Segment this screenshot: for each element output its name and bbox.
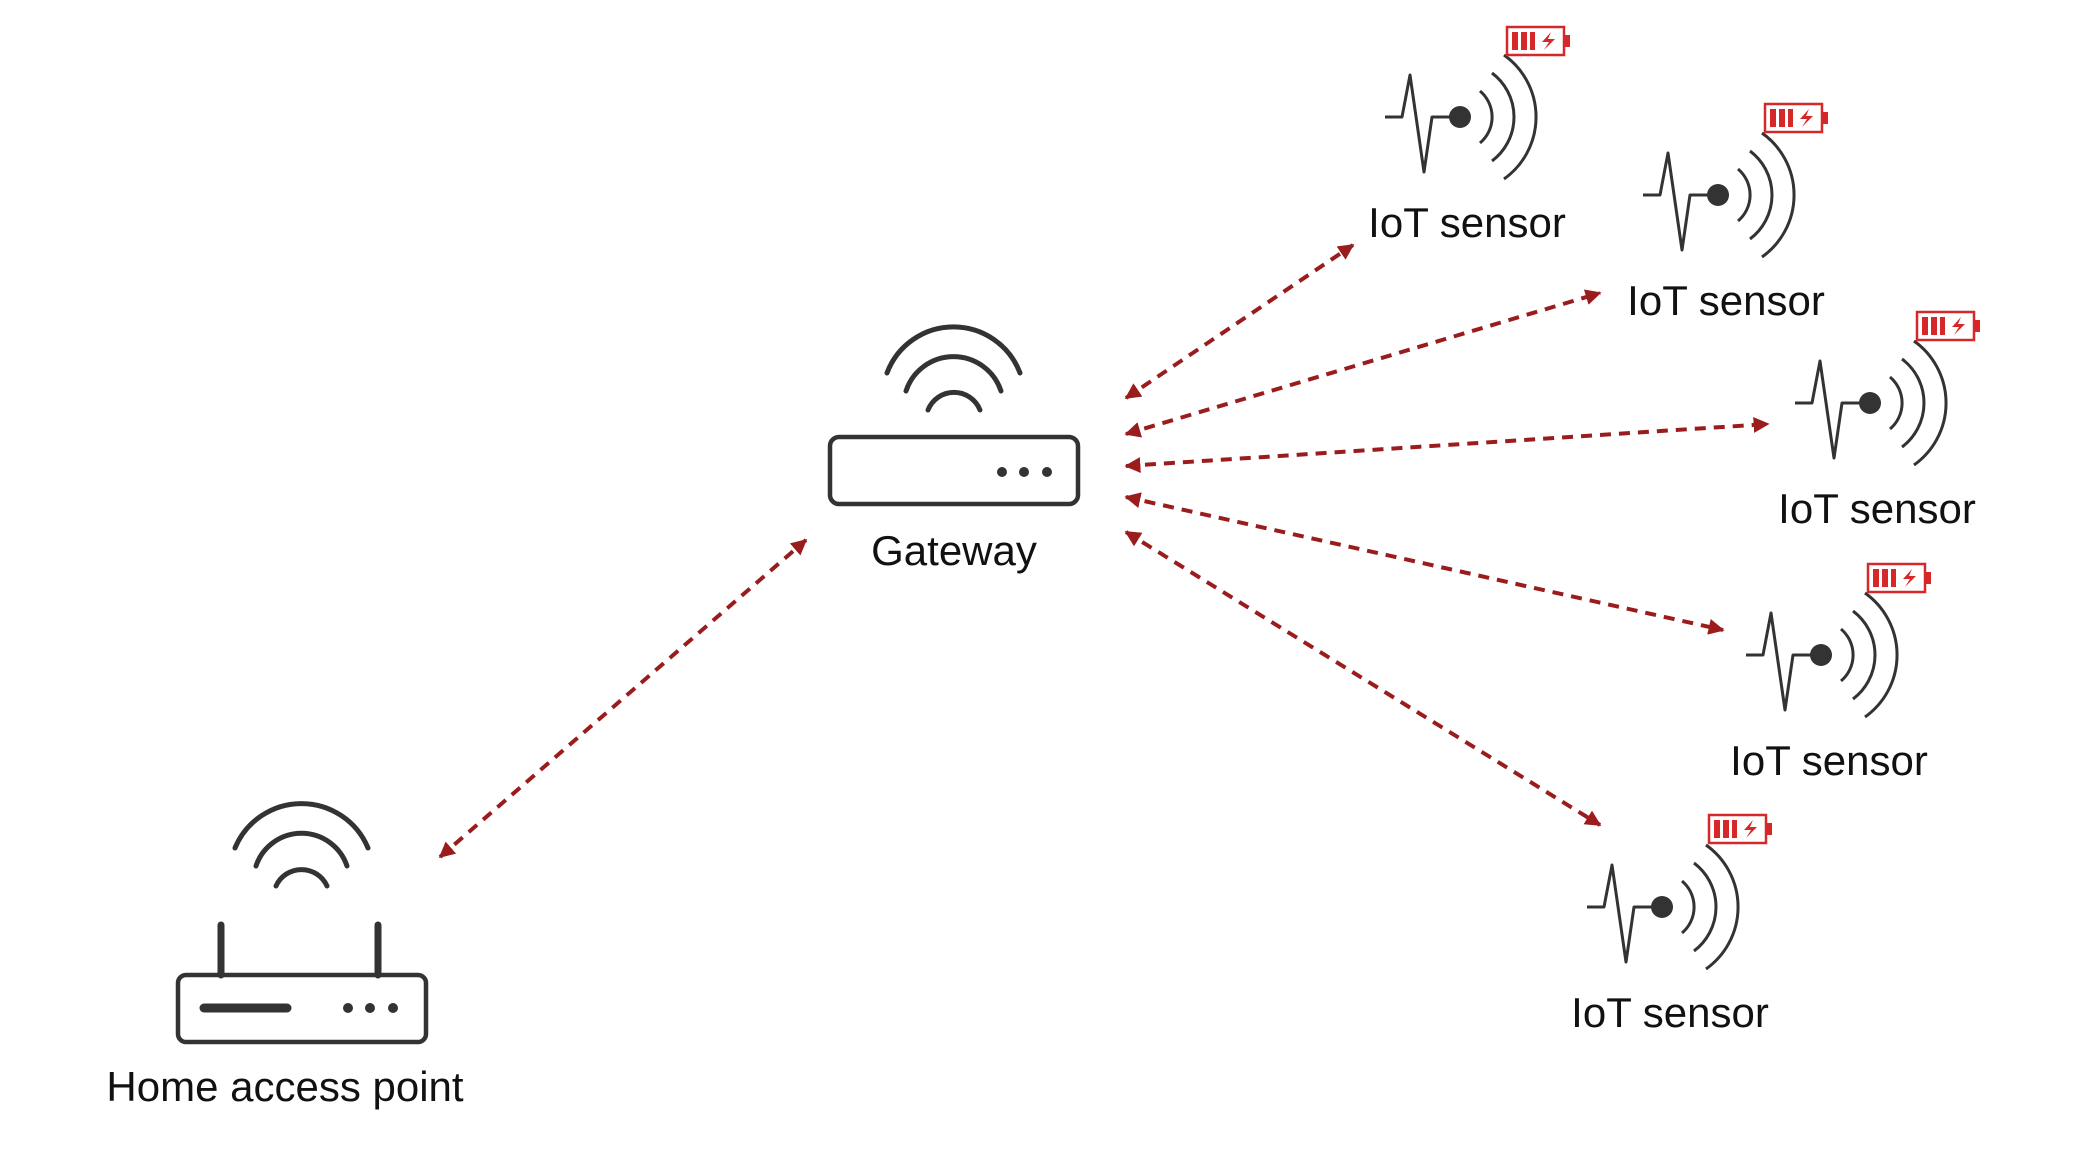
iot-sensor-4: IoT sensor: [1730, 562, 1933, 784]
iot-sensor-1: IoT sensor: [1368, 25, 1572, 246]
iot-sensor-label: IoT sensor: [1368, 199, 1566, 246]
battery-charging-icon: [1505, 25, 1572, 57]
iot-sensor-icon: [1641, 131, 1796, 259]
gateway-label: Gateway: [871, 527, 1037, 574]
gateway-node: Gateway: [827, 324, 1081, 574]
router-icon: [175, 801, 429, 1045]
links-layer: [438, 243, 1770, 859]
link-gateway-sensor-3: [1124, 416, 1770, 474]
home-access-point: Home access point: [106, 801, 464, 1110]
iot-sensor-icon: [1585, 843, 1740, 971]
iot-sensor-label: IoT sensor: [1627, 277, 1825, 324]
iot-sensor-2: IoT sensor: [1627, 102, 1830, 324]
link-gateway-sensor-4: [1124, 492, 1725, 635]
iot-sensor-5: IoT sensor: [1571, 813, 1774, 1036]
iot-sensor-icon: [1744, 591, 1899, 719]
battery-charging-icon: [1915, 310, 1982, 342]
battery-charging-icon: [1763, 102, 1830, 134]
gateway-icon: [827, 324, 1081, 507]
battery-charging-icon: [1707, 813, 1774, 845]
link-ap-gateway: [438, 538, 808, 859]
home-access-point-label: Home access point: [106, 1063, 463, 1110]
iot-sensor-3: IoT sensor: [1778, 310, 1982, 532]
link-gateway-sensor-2: [1124, 289, 1602, 438]
link-gateway-sensor-5: [1124, 530, 1602, 827]
iot-sensor-label: IoT sensor: [1571, 989, 1769, 1036]
battery-charging-icon: [1866, 562, 1933, 594]
link-gateway-sensor-1: [1124, 243, 1355, 400]
iot-sensor-icon: [1383, 53, 1538, 181]
iot-sensor-label: IoT sensor: [1730, 737, 1928, 784]
iot-sensor-icon: [1793, 339, 1948, 467]
iot-sensor-label: IoT sensor: [1778, 485, 1976, 532]
